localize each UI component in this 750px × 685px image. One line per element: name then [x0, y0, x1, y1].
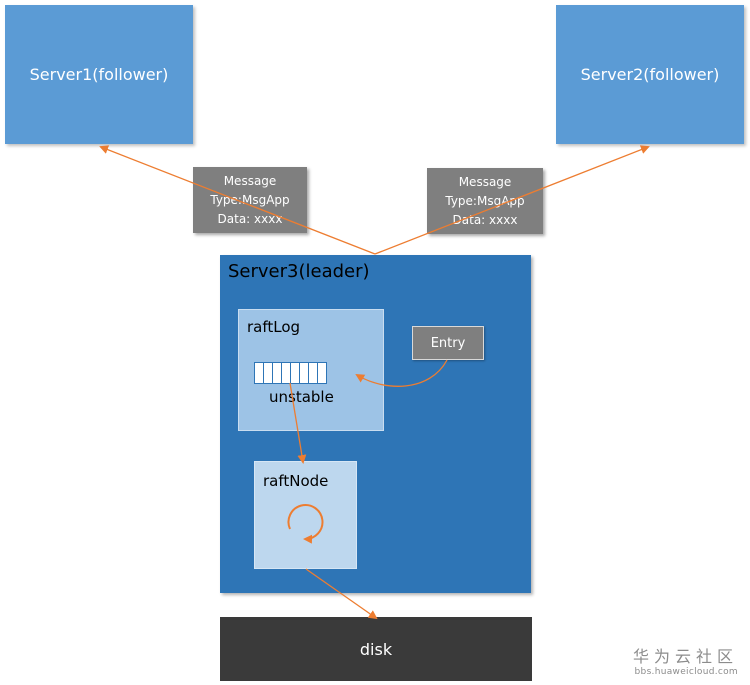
message-data: Data: xxxx [217, 211, 283, 226]
log-entries [254, 362, 327, 384]
entry-box: Entry [412, 326, 484, 360]
unstable-label: unstable [269, 388, 334, 406]
loop-arrow-icon [287, 504, 324, 544]
entry-label: Entry [430, 335, 466, 351]
watermark-logo-text: 华为云社区 [632, 647, 738, 666]
disk-box: disk [220, 617, 532, 681]
raftlog-box: raftLog unstable [238, 309, 384, 431]
message-type: Type:MsgApp [445, 193, 525, 208]
server2-label: Server2(follower) [580, 65, 720, 84]
server1-label: Server1(follower) [29, 65, 169, 84]
message-type: Type:MsgApp [210, 192, 290, 207]
watermark-url: bbs.huaweicloud.com [634, 667, 738, 677]
message-box-right: Message Type:MsgApp Data: xxxx [427, 168, 543, 234]
server1-follower: Server1(follower) [5, 5, 193, 144]
message-box-left: Message Type:MsgApp Data: xxxx [193, 167, 307, 233]
disk-label: disk [359, 639, 393, 659]
arrow-entry-to-log [355, 359, 448, 387]
log-entry-cell [317, 362, 327, 384]
arrow-log-to-raftnode [289, 382, 307, 464]
leader-label: Server3(leader) [228, 261, 370, 282]
watermark: 华为云社区 bbs.huaweicloud.com [633, 643, 738, 677]
message-data: Data: xxxx [452, 212, 518, 227]
arrow-raftnode-to-disk [305, 568, 378, 620]
message-title: Message [458, 174, 512, 189]
arrow-to-server1 [99, 145, 376, 255]
arrow-to-server2 [374, 145, 650, 255]
raftnode-title: raftNode [263, 472, 329, 490]
message-title: Message [223, 173, 277, 188]
server2-follower: Server2(follower) [556, 5, 744, 144]
raftlog-title: raftLog [247, 318, 301, 336]
